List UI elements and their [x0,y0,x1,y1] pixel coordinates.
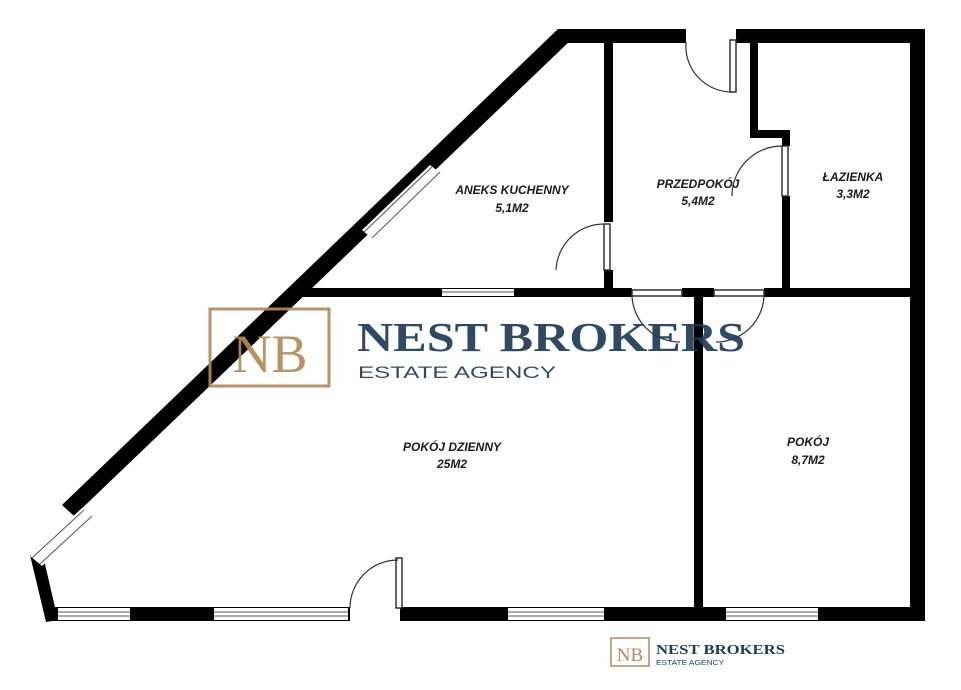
window-bottom-4 [726,608,818,620]
watermark-brand-name: NEST BROKERS [357,314,745,360]
room-name-hallway: PRZEDPOKÓJ [657,176,740,191]
room-name-living: POKÓJ DZIENNY [403,439,502,454]
wall-living-bedroom [694,292,703,616]
room-area-living: 25M2 [436,457,467,471]
wall-top [558,29,925,43]
wall-hall-bath-step [750,130,790,138]
door-bedroom [713,289,765,297]
room-name-bathroom: ŁAZIENKA [822,170,884,184]
door-entrance [729,39,737,93]
wall-corner-left [30,555,58,622]
doors [349,29,791,622]
room-labels: ANEKS KUCHENNY 5,1M2 PRZEDPOKÓJ 5,4M2 ŁA… [403,170,883,471]
watermark-tagline: ESTATE AGENCY [358,363,556,382]
watermark-logo: NB NEST BROKERS ESTATE AGENCY [208,307,745,388]
footer-brand-name: NEST BROKERS [656,643,785,658]
wall-hall-bath-lower [782,130,790,296]
door-living [631,289,683,297]
footer-tagline: ESTATE AGENCY [656,660,724,667]
footer-logo-frame [610,637,650,667]
wall-kitchen-hall [604,38,613,296]
wall-right [910,29,925,621]
door-kitchen [603,223,611,271]
footer-logo: NB NEST BROKERS ESTATE AGENCY [610,637,785,667]
window-bottom-1 [58,608,130,620]
room-name-kitchen: ANEKS KUCHENNY [454,183,569,197]
room-name-bedroom: POKÓJ [787,434,829,449]
wall-hall-bath-upper [750,38,758,138]
watermark-initials: NB [232,324,307,384]
footer-initials: NB [617,645,643,666]
room-area-bathroom: 3,3M2 [836,187,870,201]
window-bottom-3 [508,608,604,620]
window-diagonal-lower [30,508,94,566]
door-balcony [395,557,403,609]
door-bathroom [781,145,789,197]
room-area-kitchen: 5,1M2 [495,201,529,215]
window-bottom-2 [214,608,348,620]
windows [30,165,818,620]
window-diagonal [362,165,442,240]
room-area-hallway: 5,4M2 [681,194,715,208]
room-area-bedroom: 8,7M2 [791,453,825,467]
watermark-logo-frame [208,307,331,388]
wall-diagonal [62,29,572,516]
